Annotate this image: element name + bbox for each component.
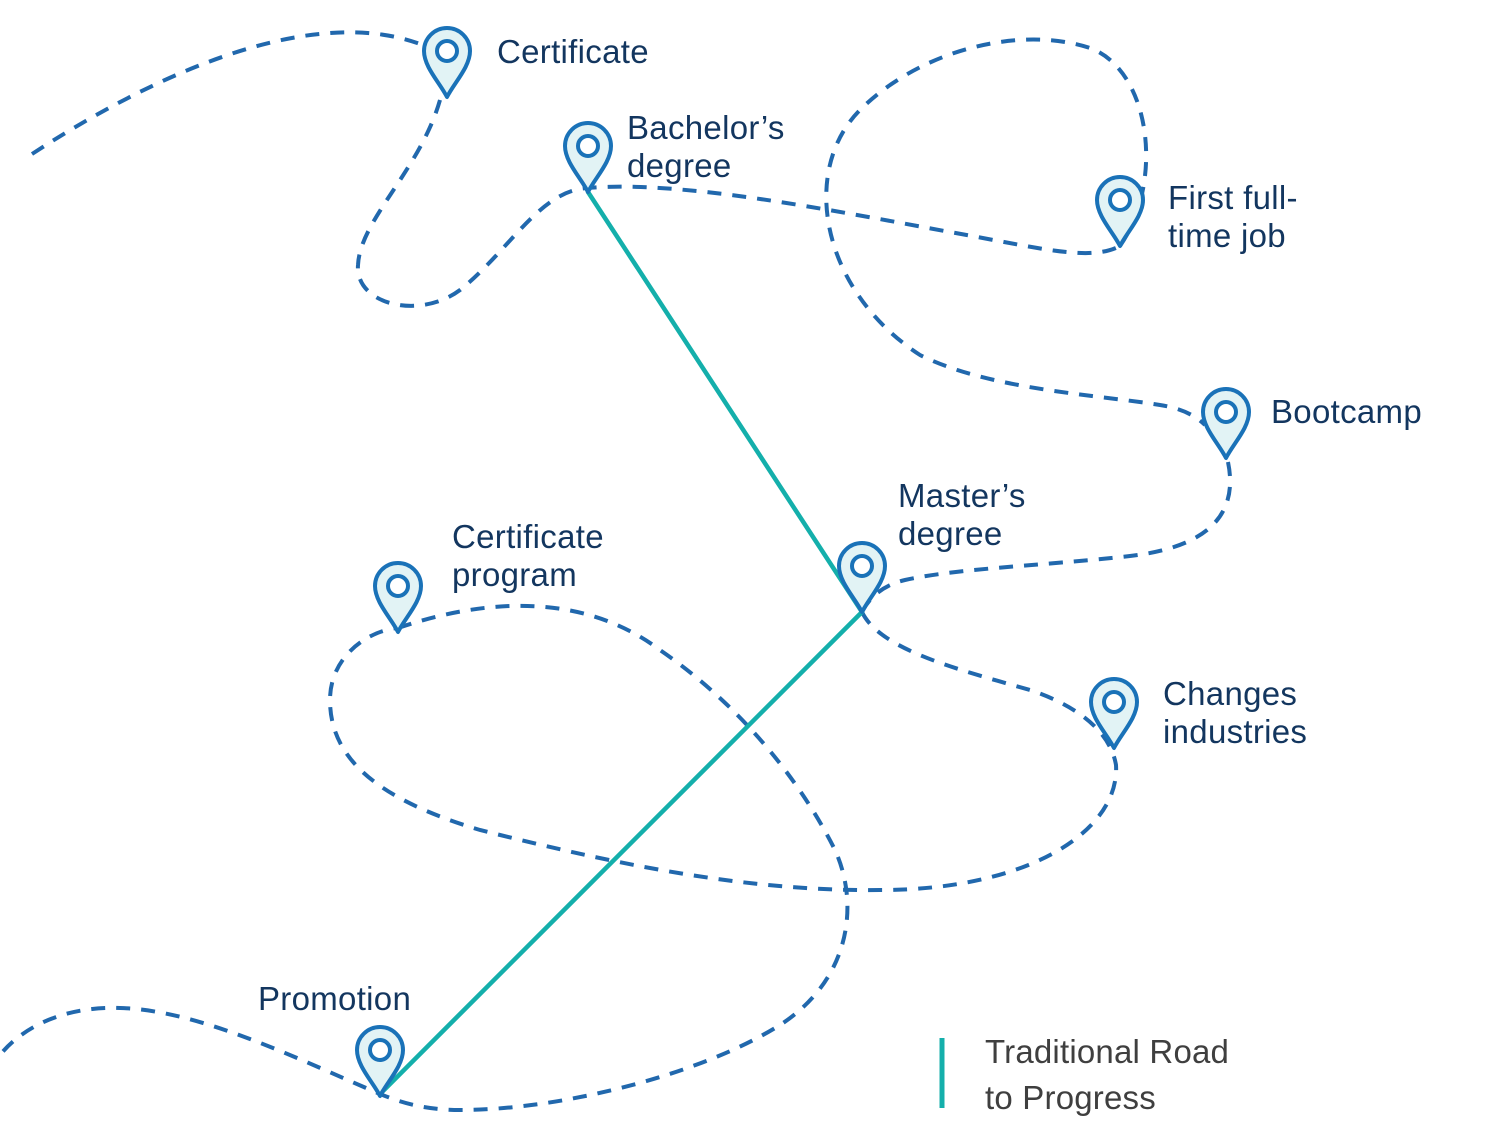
map-pin-icon (422, 26, 472, 99)
pin-hole-masters (850, 554, 874, 578)
label-bachelors-line2: degree (627, 147, 732, 184)
dashed-path-certificate-loop (30, 30, 1121, 308)
label-changes-industries: Changes industries (1163, 675, 1307, 751)
map-pin-icon (373, 561, 423, 634)
label-first-full-time-job: First full- time job (1168, 179, 1298, 255)
label-masters-degree: Master’s degree (898, 477, 1026, 553)
label-bachelors-line1: Bachelor’s (627, 109, 785, 146)
pin-hole-changes (1102, 690, 1126, 714)
traditional-road (377, 189, 865, 1097)
pin-hole-bootcamp (1214, 400, 1238, 424)
label-first-job-line1: First full- (1168, 179, 1298, 216)
legend-label: Traditional Road to Progress (985, 1029, 1229, 1121)
dashed-path-first-job-loop (824, 37, 1207, 427)
label-changes-line1: Changes (1163, 675, 1298, 712)
label-cert-program-line2: program (452, 556, 577, 593)
label-first-job-line2: time job (1168, 217, 1286, 254)
label-certificate-program: Certificate program (452, 518, 604, 594)
pin-hole-first-job (1108, 188, 1132, 212)
map-pin-icon (1095, 175, 1145, 248)
nonlinear-career-path (0, 30, 1233, 1113)
label-promotion-line1: Promotion (258, 980, 412, 1017)
pin-hole-cert-program (386, 574, 410, 598)
pin-hole-promotion (368, 1038, 392, 1062)
label-bootcamp: Bootcamp (1271, 393, 1422, 431)
label-certificate: Certificate (497, 33, 649, 71)
label-cert-program-line1: Certificate (452, 518, 604, 555)
dashed-path-masters-to-changes (327, 611, 1119, 893)
legend-line1: Traditional Road (985, 1033, 1230, 1070)
map-pin-icon (837, 541, 887, 614)
label-bootcamp-line1: Bootcamp (1271, 393, 1422, 430)
map-pin-icon (355, 1025, 405, 1098)
traditional-road-segment-masters-to-promotion (377, 609, 865, 1097)
pin-hole-bachelors (576, 134, 600, 158)
map-pin-icon (1089, 677, 1139, 750)
label-promotion: Promotion (258, 980, 411, 1018)
label-certificate-line1: Certificate (497, 33, 649, 70)
pin-hole-certificate (435, 39, 459, 63)
traditional-road-segment-bachelors-to-masters (585, 189, 865, 615)
label-changes-line2: industries (1163, 713, 1308, 750)
map-pin-icon (563, 121, 613, 194)
map-pin-icon (1201, 387, 1251, 460)
dashed-path-cert-program-to-promotion (0, 603, 850, 1113)
legend-line2: to Progress (985, 1079, 1156, 1116)
label-bachelors-degree: Bachelor’s degree (627, 109, 785, 185)
milestone-pins (355, 26, 1251, 1098)
label-masters-line1: Master’s (898, 477, 1026, 514)
dashed-path-bootcamp-to-masters (860, 461, 1233, 613)
label-masters-line2: degree (898, 515, 1003, 552)
